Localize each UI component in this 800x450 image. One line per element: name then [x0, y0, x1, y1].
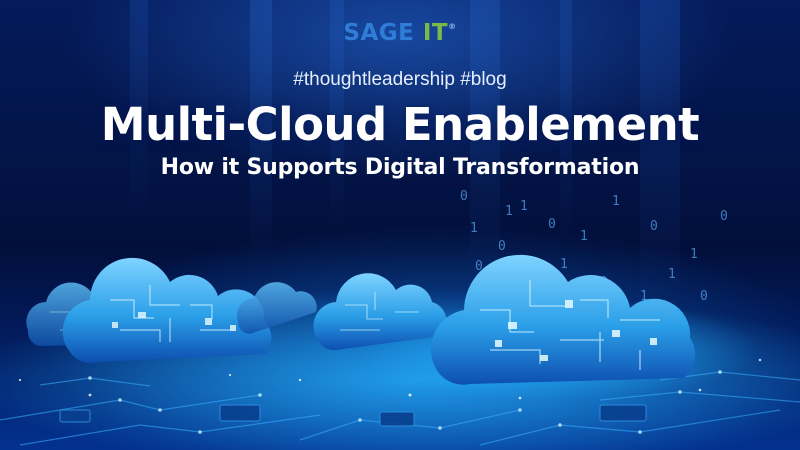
- page-title: Multi-Cloud Enablement: [100, 98, 700, 151]
- binary-digit: 0: [548, 217, 556, 232]
- page-subtitle: How it Supports Digital Transformation: [160, 155, 640, 180]
- binary-digit: 1: [612, 194, 620, 209]
- binary-digit: 0: [700, 289, 708, 304]
- logo-suffix: IT: [422, 20, 449, 46]
- cloud-middle-small: [236, 282, 317, 334]
- hashtags: #thoughtleadership #blog: [293, 69, 507, 90]
- sage-it-logo: SAGE IT®: [0, 18, 800, 48]
- binary-digit: 1: [470, 221, 478, 236]
- cloud-right: [430, 254, 696, 385]
- cloud-left: [62, 257, 272, 363]
- binary-digit: 0: [460, 189, 468, 204]
- binary-digit: 0: [475, 259, 483, 274]
- binary-digit: 0: [720, 209, 728, 224]
- logo-brand: SAGE: [343, 20, 415, 46]
- binary-digit: 1: [690, 247, 698, 262]
- cloud-center: [313, 273, 447, 351]
- binary-digit: 0: [650, 219, 658, 234]
- binary-digit: 1: [560, 257, 568, 272]
- binary-digit: 1: [640, 289, 648, 304]
- binary-digit: 1: [668, 267, 676, 282]
- logo-registered-mark: ®: [448, 22, 457, 31]
- binary-digit: 1: [580, 229, 588, 244]
- binary-digit: 1: [505, 204, 513, 219]
- binary-digit: 1: [520, 199, 528, 214]
- binary-digit: 0: [498, 239, 506, 254]
